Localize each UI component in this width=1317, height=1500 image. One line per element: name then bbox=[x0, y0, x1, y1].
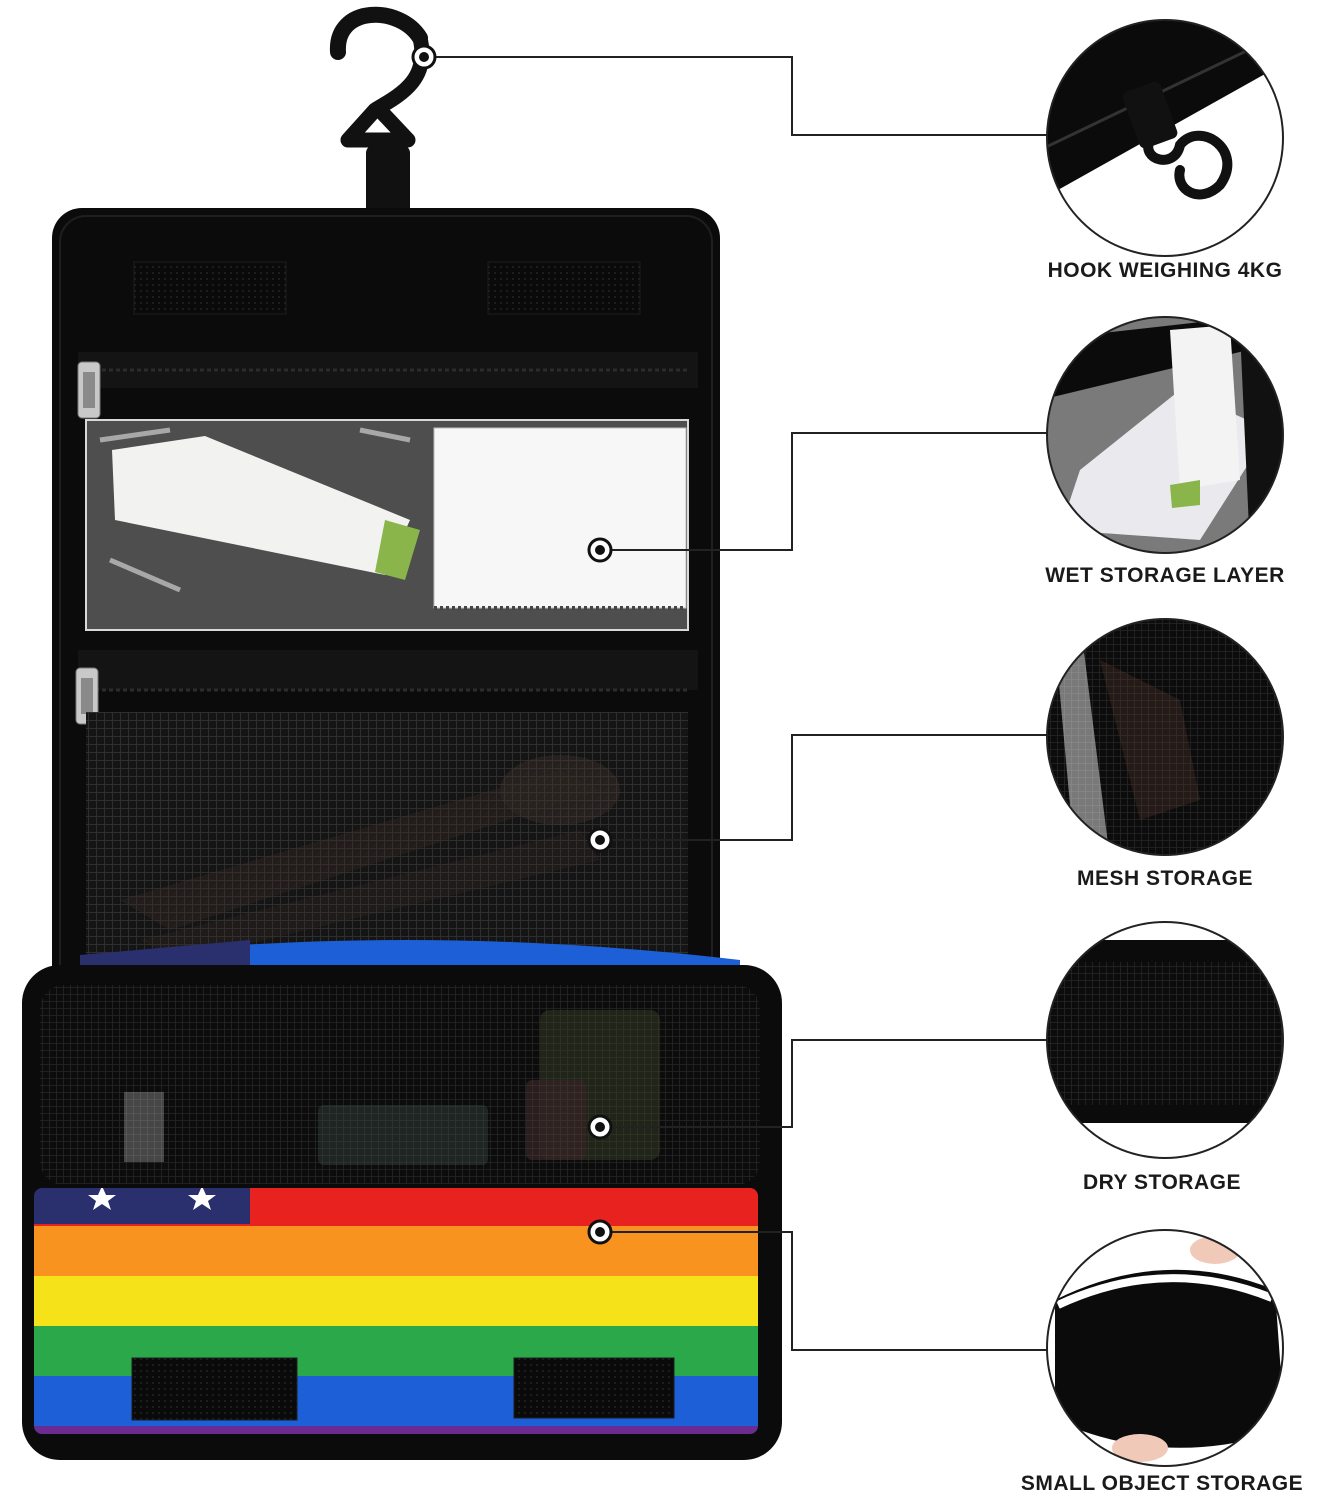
cleaning-cloth bbox=[433, 427, 687, 609]
dry-detail-circle bbox=[1046, 921, 1284, 1159]
wet-callout-dot bbox=[587, 537, 613, 563]
star-icon bbox=[88, 1186, 116, 1210]
velcro-patch bbox=[513, 1357, 675, 1419]
callout-lines bbox=[424, 56, 1048, 1351]
velcro-patch bbox=[133, 261, 287, 315]
dry-storage-label: DRY STORAGE bbox=[1083, 1171, 1241, 1194]
wet-storage-label: WET STORAGE LAYER bbox=[1045, 564, 1285, 587]
star-icon bbox=[188, 1186, 216, 1210]
dry-callout-dot bbox=[587, 1114, 613, 1140]
hook-icon bbox=[330, 6, 430, 235]
mesh-detail-circle bbox=[1046, 618, 1284, 856]
velcro-patch bbox=[131, 1357, 298, 1421]
mesh-storage-label: MESH STORAGE bbox=[1077, 867, 1253, 890]
small-object-pouch bbox=[22, 940, 782, 1460]
hook-label: HOOK WEIGHING 4KG bbox=[1047, 259, 1283, 282]
callout-dots bbox=[411, 44, 613, 1245]
wet-storage-pocket bbox=[77, 352, 698, 631]
velcro-patch bbox=[487, 261, 641, 315]
mesh-callout-dot bbox=[587, 827, 613, 853]
small-detail-circle bbox=[1046, 1229, 1284, 1467]
small-object-label: SMALL OBJECT STORAGE bbox=[1020, 1472, 1304, 1495]
wet-detail-circle bbox=[1046, 316, 1284, 554]
small-callout-dot bbox=[587, 1219, 613, 1245]
mesh-storage-pocket bbox=[75, 650, 698, 962]
zipper-icon bbox=[77, 361, 101, 419]
cosmetic-tube bbox=[112, 436, 420, 580]
hook-callout-dot bbox=[411, 44, 437, 70]
zipper-icon bbox=[75, 667, 99, 725]
hook-detail-circle bbox=[1046, 19, 1284, 257]
